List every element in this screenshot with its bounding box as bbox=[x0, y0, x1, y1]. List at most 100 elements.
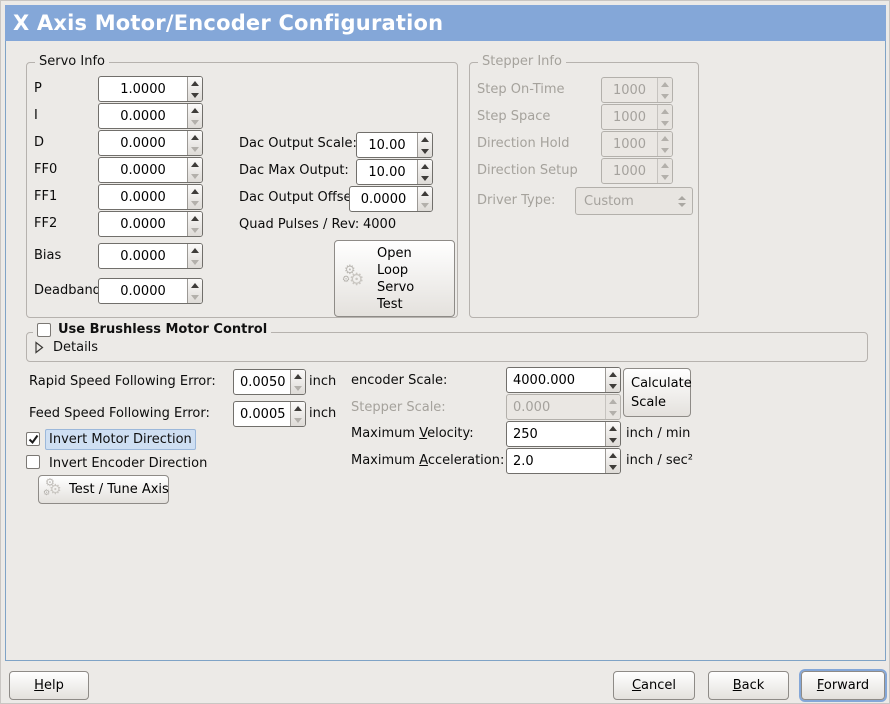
rapid-following-error-spinbox[interactable]: 0.0050 bbox=[233, 369, 306, 395]
spin-up-icon[interactable] bbox=[609, 452, 617, 458]
p-value[interactable]: 1.0000 bbox=[120, 81, 166, 97]
deadband-value[interactable]: 0.0000 bbox=[120, 283, 166, 299]
bias-value[interactable]: 0.0000 bbox=[120, 248, 166, 264]
ff1-spinbox[interactable]: 0.0000 bbox=[98, 184, 203, 210]
spin-up-icon[interactable] bbox=[294, 405, 302, 411]
dac-output-scale-value[interactable]: 10.00 bbox=[368, 137, 406, 153]
spin-up-icon[interactable] bbox=[191, 161, 199, 167]
spin-down-icon[interactable] bbox=[609, 437, 617, 443]
maximum-velocity-spinbox[interactable]: 250 bbox=[506, 421, 621, 447]
dac-max-output-spin-buttons[interactable] bbox=[417, 160, 432, 184]
spin-up-icon[interactable] bbox=[191, 80, 199, 86]
invert-motor-checkbox[interactable] bbox=[26, 432, 40, 446]
velocity-spin-buttons[interactable] bbox=[605, 422, 620, 446]
dac-output-scale-spinbox[interactable]: 10.00 bbox=[356, 132, 433, 158]
d-spin-buttons[interactable] bbox=[187, 131, 202, 155]
spin-down-icon[interactable] bbox=[191, 92, 199, 98]
spin-up-icon[interactable] bbox=[421, 163, 429, 169]
feed-following-error-spinbox[interactable]: 0.0005 bbox=[233, 401, 306, 427]
spin-down-icon[interactable] bbox=[191, 146, 199, 152]
invert-motor-label[interactable]: Invert Motor Direction bbox=[45, 429, 196, 450]
feed-spin-buttons[interactable] bbox=[290, 402, 305, 426]
dac-output-offset-spinbox[interactable]: 0.0000 bbox=[349, 186, 433, 212]
spin-up-icon[interactable] bbox=[421, 190, 429, 196]
maximum-acceleration-value[interactable]: 2.0 bbox=[513, 453, 534, 469]
invert-encoder-checkbox[interactable] bbox=[26, 455, 40, 469]
spin-up-icon[interactable] bbox=[609, 425, 617, 431]
ff0-value[interactable]: 0.0000 bbox=[120, 162, 166, 178]
open-loop-servo-test-button[interactable]: ⚙⚙⚙ Open Loop Servo Test bbox=[334, 240, 455, 317]
maximum-velocity-value[interactable]: 250 bbox=[513, 426, 538, 442]
rapid-spin-buttons[interactable] bbox=[290, 370, 305, 394]
bias-spin-buttons[interactable] bbox=[187, 244, 202, 268]
spin-up-icon[interactable] bbox=[294, 373, 302, 379]
spin-down-icon[interactable] bbox=[191, 227, 199, 233]
ff2-value[interactable]: 0.0000 bbox=[120, 216, 166, 232]
encoder-scale-spinbox[interactable]: 4000.000 bbox=[506, 367, 621, 393]
spin-down-icon[interactable] bbox=[294, 385, 302, 391]
ff1-spin-buttons[interactable] bbox=[187, 185, 202, 209]
details-expander[interactable]: Details bbox=[35, 340, 98, 355]
p-spin-buttons[interactable] bbox=[187, 77, 202, 101]
calculate-line: Calculate bbox=[631, 375, 692, 391]
spin-down-icon[interactable] bbox=[191, 119, 199, 125]
dac-output-scale-spin-buttons[interactable] bbox=[417, 133, 432, 157]
i-value[interactable]: 0.0000 bbox=[120, 108, 166, 124]
spin-down-icon[interactable] bbox=[191, 173, 199, 179]
open-loop-button-label: Open Loop Servo Test bbox=[377, 245, 414, 313]
spin-down-icon[interactable] bbox=[191, 200, 199, 206]
encoder-scale-spin-buttons[interactable] bbox=[605, 368, 620, 392]
use-brushless-checkbox[interactable] bbox=[37, 323, 51, 337]
p-spinbox[interactable]: 1.0000 bbox=[98, 76, 203, 102]
spin-down-icon[interactable] bbox=[421, 202, 429, 208]
details-label: Details bbox=[53, 340, 99, 355]
bias-spinbox[interactable]: 0.0000 bbox=[98, 243, 203, 269]
deadband-spinbox[interactable]: 0.0000 bbox=[98, 278, 203, 304]
expander-arrow-icon[interactable] bbox=[35, 341, 44, 354]
dac-output-offset-spin-buttons[interactable] bbox=[417, 187, 432, 211]
calculate-scale-button[interactable]: Calculate Scale bbox=[623, 368, 692, 417]
i-spin-buttons[interactable] bbox=[187, 104, 202, 128]
spin-up-icon[interactable] bbox=[191, 282, 199, 288]
page-title: X Axis Motor/Encoder Configuration bbox=[13, 11, 444, 35]
spin-down-icon[interactable] bbox=[191, 259, 199, 265]
deadband-spin-buttons[interactable] bbox=[187, 279, 202, 303]
spin-down-icon[interactable] bbox=[294, 417, 302, 423]
spin-down-icon[interactable] bbox=[191, 294, 199, 300]
dac-output-offset-value[interactable]: 0.0000 bbox=[360, 191, 407, 207]
test-tune-axis-button[interactable]: ⚙⚙⚙ Test / Tune Axis bbox=[38, 475, 169, 504]
encoder-scale-value[interactable]: 4000.000 bbox=[513, 372, 576, 388]
spin-up-icon[interactable] bbox=[191, 107, 199, 113]
spin-up-icon[interactable] bbox=[191, 188, 199, 194]
i-spinbox[interactable]: 0.0000 bbox=[98, 103, 203, 129]
maximum-acceleration-spinbox[interactable]: 2.0 bbox=[506, 448, 621, 474]
spin-down-icon[interactable] bbox=[609, 383, 617, 389]
ff1-value[interactable]: 0.0000 bbox=[120, 189, 166, 205]
ff2-spinbox[interactable]: 0.0000 bbox=[98, 211, 203, 237]
feed-following-error-value[interactable]: 0.0005 bbox=[240, 406, 286, 422]
invert-encoder-label[interactable]: Invert Encoder Direction bbox=[49, 456, 208, 471]
forward-button[interactable]: Forward bbox=[801, 671, 885, 700]
spin-up-icon bbox=[609, 398, 617, 404]
spin-up-icon[interactable] bbox=[191, 247, 199, 253]
spin-up-icon[interactable] bbox=[191, 215, 199, 221]
acceleration-spin-buttons[interactable] bbox=[605, 449, 620, 473]
ff0-spin-buttons[interactable] bbox=[187, 158, 202, 182]
ff0-spinbox[interactable]: 0.0000 bbox=[98, 157, 203, 183]
spin-up-icon[interactable] bbox=[609, 371, 617, 377]
rapid-following-error-value[interactable]: 0.0050 bbox=[240, 374, 286, 390]
help-button[interactable]: Help bbox=[9, 671, 89, 700]
spin-down-icon[interactable] bbox=[421, 148, 429, 154]
ff2-spin-buttons[interactable] bbox=[187, 212, 202, 236]
d-spinbox[interactable]: 0.0000 bbox=[98, 130, 203, 156]
dac-max-output-value[interactable]: 10.00 bbox=[368, 164, 406, 180]
cancel-button[interactable]: Cancel bbox=[613, 671, 695, 700]
back-button[interactable]: Back bbox=[708, 671, 789, 700]
spin-down-icon[interactable] bbox=[421, 175, 429, 181]
spin-down-icon[interactable] bbox=[609, 464, 617, 470]
spin-up-icon[interactable] bbox=[421, 136, 429, 142]
d-value[interactable]: 0.0000 bbox=[120, 135, 166, 151]
spin-up-icon[interactable] bbox=[191, 134, 199, 140]
dac-max-output-spinbox[interactable]: 10.00 bbox=[356, 159, 433, 185]
step-on-time-label: Step On-Time bbox=[477, 82, 565, 97]
